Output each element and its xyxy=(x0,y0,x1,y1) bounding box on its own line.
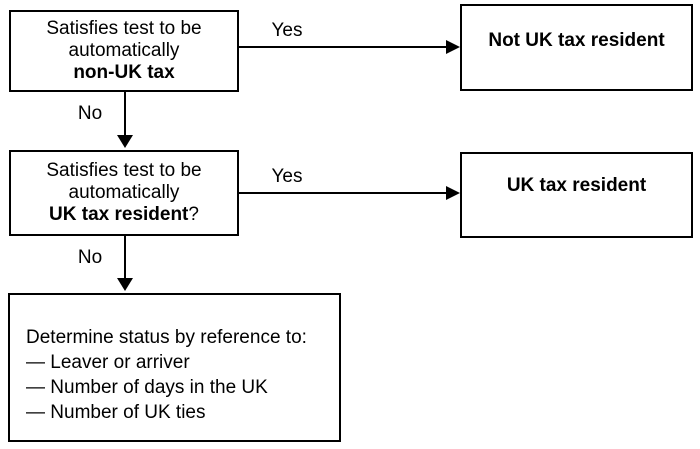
node-test-automatic-non-uk: Satisfies test to be automatically non-U… xyxy=(9,10,239,92)
list-item: — Leaver or arriver xyxy=(26,352,190,373)
node-text-line-bold: Not UK tax resident xyxy=(488,30,665,51)
node-text-line: Determine status by reference to: xyxy=(26,327,307,348)
node-uk-tax-resident: UK tax resident xyxy=(460,152,693,238)
node-text-line-bold: non-UK tax xyxy=(73,62,175,83)
edge-label-yes-top: Yes xyxy=(271,20,303,41)
node-determine-status: Determine status by reference to: — Leav… xyxy=(8,293,341,442)
edge-label-yes-middle: Yes xyxy=(271,166,303,187)
edge-line-yes-middle xyxy=(239,192,447,194)
node-text-line: automatically xyxy=(68,182,180,203)
edge-line-yes-top xyxy=(239,46,447,48)
node-text-line-bold: UK tax resident xyxy=(506,175,647,196)
edge-label-no-top: No xyxy=(77,103,103,124)
arrowhead-down-icon xyxy=(117,135,133,148)
edge-line-no-top xyxy=(124,92,126,136)
node-not-uk-tax-resident: Not UK tax resident xyxy=(460,4,693,91)
node-text-line: automatically xyxy=(68,40,180,61)
list-item: — Number of days in the UK xyxy=(26,377,268,398)
edge-label-no-middle: No xyxy=(77,247,103,268)
arrowhead-right-icon xyxy=(446,186,460,200)
node-text-line-mixed: UK tax resident? xyxy=(49,204,199,226)
node-text-line: Satisfies test to be xyxy=(46,160,202,181)
node-text-bold-part: UK tax resident xyxy=(49,204,189,225)
arrowhead-right-icon xyxy=(446,40,460,54)
node-text-regular-part: ? xyxy=(188,204,199,225)
edge-line-no-middle xyxy=(124,236,126,279)
list-item: — Number of UK ties xyxy=(26,402,206,423)
node-test-automatic-uk-resident: Satisfies test to be automatically UK ta… xyxy=(9,150,239,236)
node-text-line: Satisfies test to be xyxy=(46,18,202,39)
arrowhead-down-icon xyxy=(117,278,133,291)
